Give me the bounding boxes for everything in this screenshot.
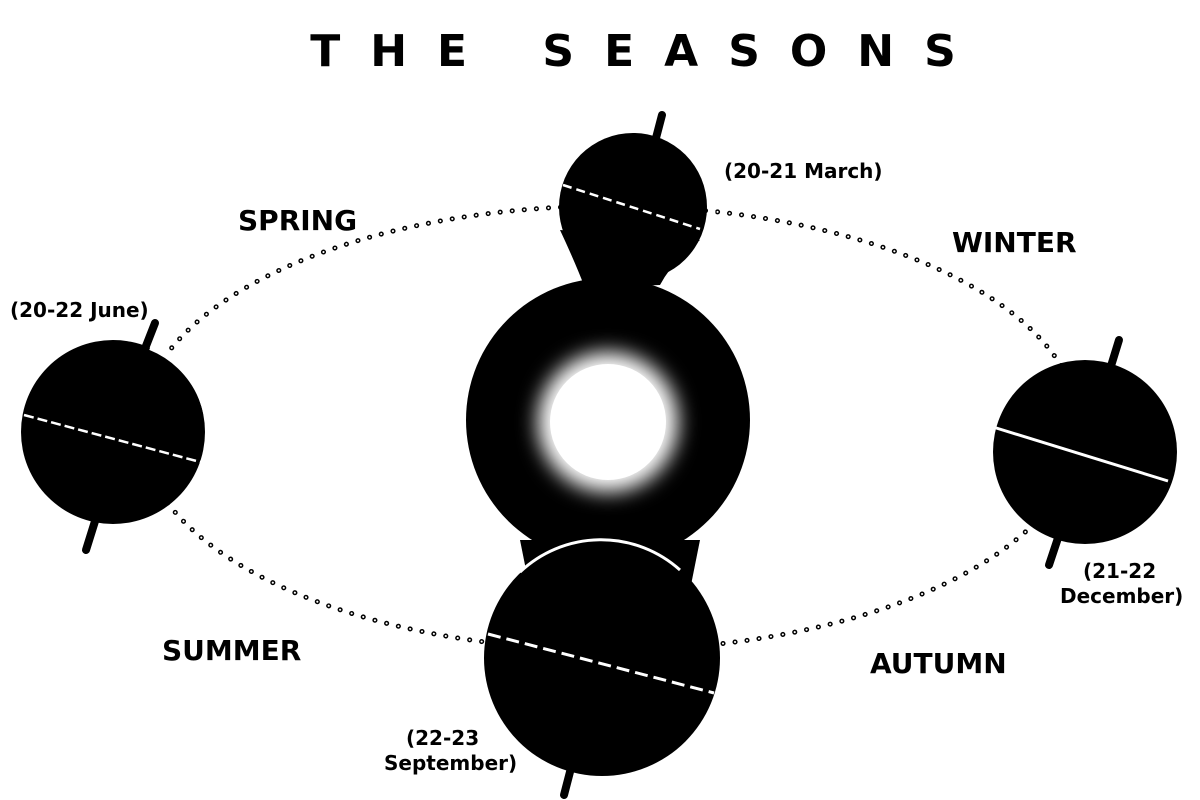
equator-december: [992, 425, 1169, 483]
date-label-september-line2: September): [384, 751, 517, 775]
season-label-summer: SUMMER: [162, 634, 301, 667]
date-label-september-line1: (22-23: [406, 726, 479, 750]
diagram-title: The Seasons: [310, 26, 986, 77]
date-label-december-line2: December): [1060, 584, 1183, 608]
equator-march: [562, 183, 701, 231]
date-label-december-line1: (21-22: [1083, 559, 1156, 583]
season-label-spring: SPRING: [238, 204, 357, 237]
earth-march: [559, 111, 716, 281]
season-label-autumn: AUTUMN: [870, 647, 1007, 680]
earth-december: [992, 336, 1177, 569]
earth-september: [484, 538, 720, 799]
season-label-winter: WINTER: [952, 226, 1077, 259]
equator-june: [23, 413, 205, 465]
equator-september: [487, 632, 715, 695]
earth-june: [21, 319, 210, 554]
date-label-june: (20-22 June): [10, 298, 149, 322]
sun: [466, 278, 750, 562]
date-label-march: (20-21 March): [724, 159, 883, 183]
